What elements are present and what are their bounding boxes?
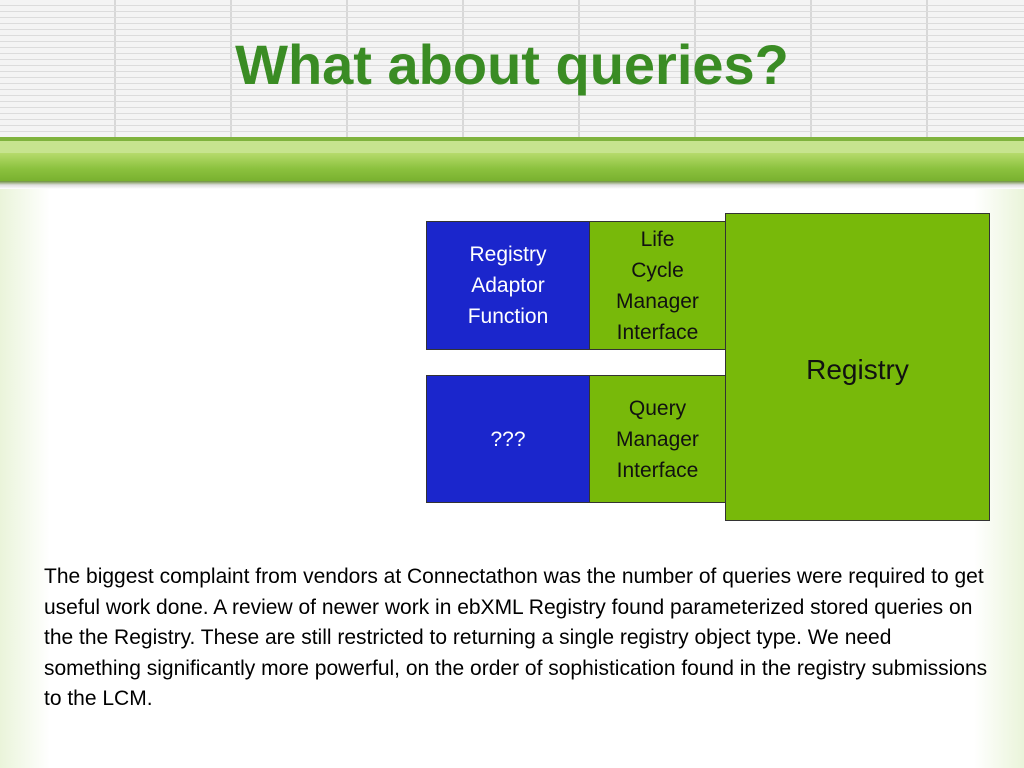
left-edge-gradient <box>0 189 50 768</box>
query-manager-box: Query Manager Interface <box>589 375 726 503</box>
registry-adaptor-label: Registry Adaptor Function <box>467 243 549 328</box>
header-background <box>0 0 1024 137</box>
life-cycle-manager-label: Life Cycle Manager Interface <box>616 227 699 344</box>
body-paragraph: The biggest complaint from vendors at Co… <box>44 565 988 710</box>
registry-label: Registry <box>806 354 909 385</box>
slide-title: What about queries? <box>235 33 789 96</box>
header-band-shadow <box>0 181 1024 189</box>
unknown-component-label: ??? <box>490 427 526 451</box>
registry-adaptor-box: Registry Adaptor Function <box>426 221 590 350</box>
header-band <box>0 153 1024 181</box>
header-band-top <box>0 137 1024 141</box>
registry-box: Registry <box>725 213 990 521</box>
unknown-component-box: ??? <box>426 375 590 503</box>
life-cycle-manager-box: Life Cycle Manager Interface <box>589 221 726 350</box>
query-manager-label: Query Manager Interface <box>616 396 699 482</box>
header-band-light <box>0 141 1024 153</box>
